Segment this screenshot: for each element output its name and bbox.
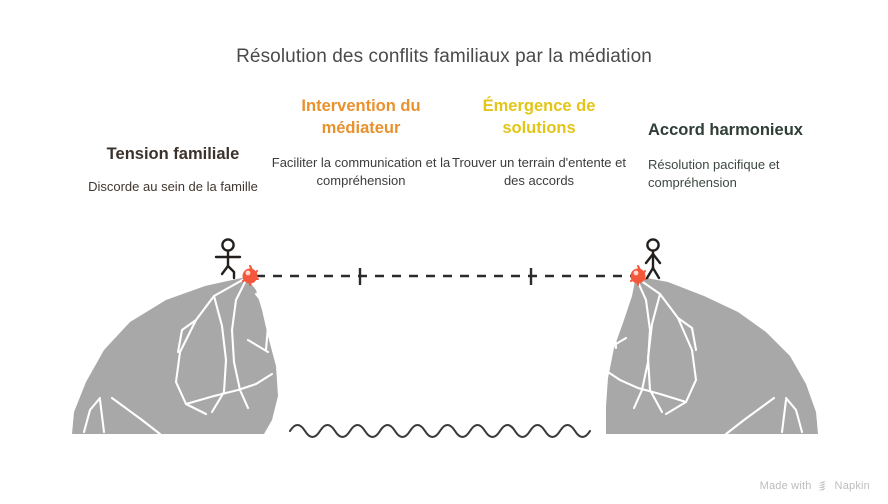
napkin-watermark: Made with Napkin bbox=[760, 479, 870, 492]
step-description-emergence-de-solutions: Trouver un terrain d'entente et des acco… bbox=[452, 154, 626, 188]
left-anchor-icon bbox=[242, 265, 259, 286]
watermark-brand-label: Napkin bbox=[834, 479, 870, 492]
step-column-intervention-du-mediateur: Intervention du médiateur Faciliter la c… bbox=[266, 96, 456, 190]
right-anchor-icon bbox=[630, 265, 647, 286]
left-cliff-group bbox=[72, 276, 278, 436]
left-stick-figure bbox=[214, 238, 242, 280]
left-cliff-shape bbox=[72, 277, 278, 434]
step-title-tension-familiale: Tension familiale bbox=[106, 145, 240, 163]
water-wave-line bbox=[288, 423, 592, 439]
right-cliff-group bbox=[604, 276, 818, 436]
watermark-prefix-label: Made with bbox=[759, 479, 812, 492]
step-title-intervention-du-mediateur: Intervention du médiateur bbox=[301, 97, 421, 137]
step-description-accord-harmonieux: Résolution pacifique et compréhension bbox=[648, 156, 780, 191]
right-stick-figure bbox=[644, 238, 662, 280]
step-column-emergence-de-solutions: Émergence de solutions Trouver un terrai… bbox=[446, 96, 632, 190]
step-title-emergence-de-solutions: Émergence de solutions bbox=[482, 97, 596, 137]
left-cliff-facets bbox=[82, 276, 274, 436]
right-cliff-facets bbox=[604, 276, 804, 436]
right-cliff-shape bbox=[606, 276, 818, 434]
step-column-tension-familiale: Tension familiale Discorde au sein de la… bbox=[62, 144, 284, 196]
step-title-accord-harmonieux: Accord harmonieux bbox=[648, 121, 803, 139]
bridge-connector bbox=[256, 268, 640, 285]
step-description-intervention-du-mediateur: Faciliter la communication et la compréh… bbox=[271, 154, 451, 188]
page-title: Résolution des conflits familiaux par la… bbox=[236, 46, 652, 67]
step-description-tension-familiale: Discorde au sein de la famille bbox=[88, 178, 258, 194]
napkin-logo-icon bbox=[817, 480, 826, 491]
step-column-accord-harmonieux: Accord harmonieux Résolution pacifique e… bbox=[648, 120, 848, 193]
